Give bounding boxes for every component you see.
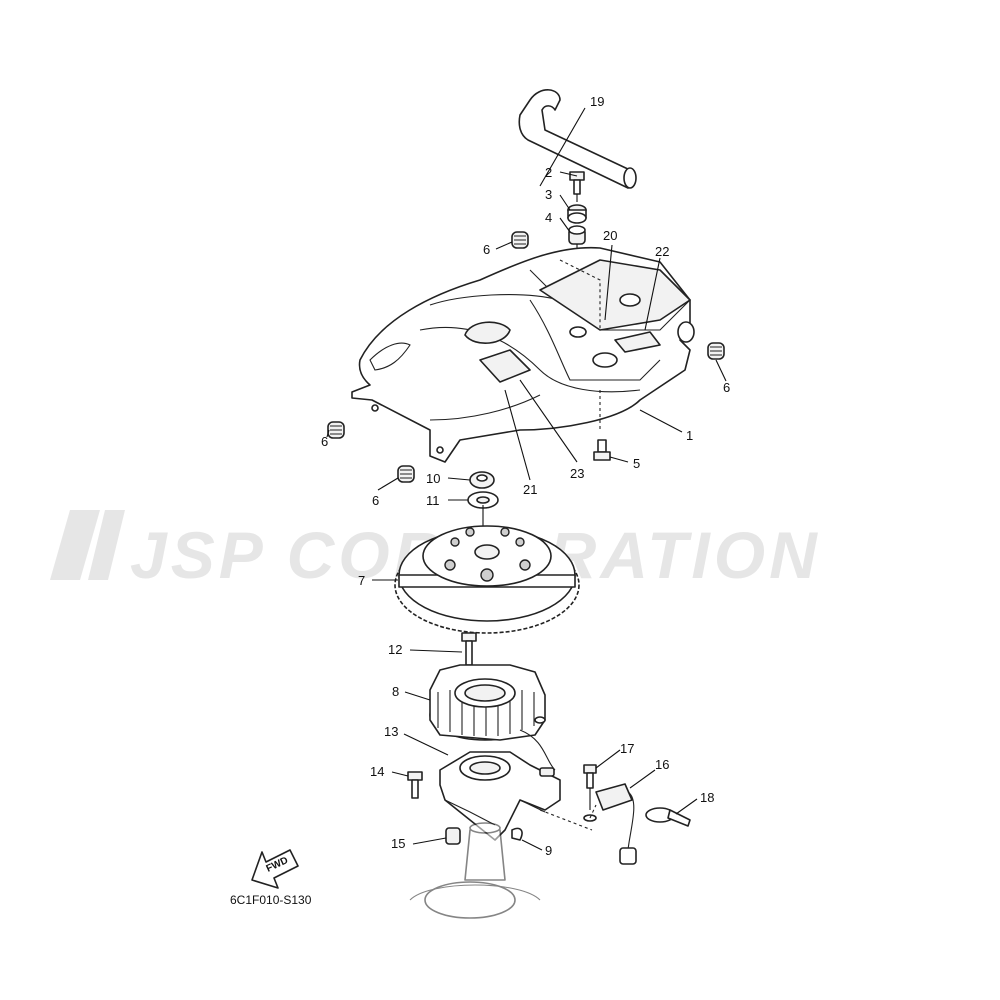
- watermark-logo-mark: [50, 510, 100, 580]
- part-16-rectifier: [583, 783, 637, 865]
- part-18-clamp: [645, 807, 691, 827]
- part-14-bolt: [407, 771, 423, 799]
- callout-19: 19: [590, 94, 604, 109]
- part-1-cover: [351, 246, 695, 463]
- part-6-grommet-lower: [397, 465, 415, 483]
- part-15-dowel: [445, 827, 461, 845]
- callout-1: 1: [686, 428, 693, 443]
- callout-5: 5: [633, 456, 640, 471]
- callout-23: 23: [570, 466, 584, 481]
- part-10-nut: [469, 471, 495, 489]
- callout-12: 12: [388, 642, 402, 657]
- part-3-collar: [567, 204, 587, 224]
- diagram-code: 6C1F010-S130: [230, 893, 312, 907]
- callout-labels: 19 2 3 4 6 20 22 6 1 5 23 21 6 6 10 11 7…: [321, 94, 730, 858]
- callout-21: 21: [523, 482, 537, 497]
- callout-22: 22: [655, 244, 669, 259]
- callout-8: 8: [392, 684, 399, 699]
- fwd-arrow-icon: FWD: [251, 849, 299, 889]
- part-6-grommet-right: [707, 342, 725, 360]
- callout-7: 7: [358, 573, 365, 588]
- leader-lines: [326, 107, 727, 851]
- part-19-hose: [518, 89, 637, 189]
- callout-10: 10: [426, 471, 440, 486]
- callout-13: 13: [384, 724, 398, 739]
- part-5-bolt: [593, 439, 611, 461]
- part-8-stator: [429, 664, 556, 771]
- watermark-logo-mark-2: [88, 510, 125, 580]
- part-11-washer: [467, 491, 499, 509]
- part-4-grommet: [568, 225, 586, 245]
- callout-16: 16: [655, 757, 669, 772]
- part-6-grommet-left: [327, 421, 345, 439]
- callout-6-right: 6: [723, 380, 730, 395]
- part-9-key: [511, 827, 523, 841]
- callout-2: 2: [545, 165, 552, 180]
- part-13-base-plate: [439, 751, 561, 841]
- callout-11: 11: [426, 493, 440, 508]
- callout-9: 9: [545, 843, 552, 858]
- callout-15: 15: [391, 836, 405, 851]
- callout-18: 18: [700, 790, 714, 805]
- callout-17: 17: [620, 741, 634, 756]
- part-6-grommet-top: [511, 231, 529, 249]
- callout-14: 14: [370, 764, 384, 779]
- callout-4: 4: [545, 210, 552, 225]
- callout-6-left: 6: [321, 434, 328, 449]
- part-7-flywheel: [394, 525, 580, 634]
- callout-20: 20: [603, 228, 617, 243]
- callout-6-lower: 6: [372, 493, 379, 508]
- callout-6-top: 6: [483, 242, 490, 257]
- crankshaft: [409, 822, 541, 919]
- callout-3: 3: [545, 187, 552, 202]
- part-17-bolt: [583, 764, 597, 810]
